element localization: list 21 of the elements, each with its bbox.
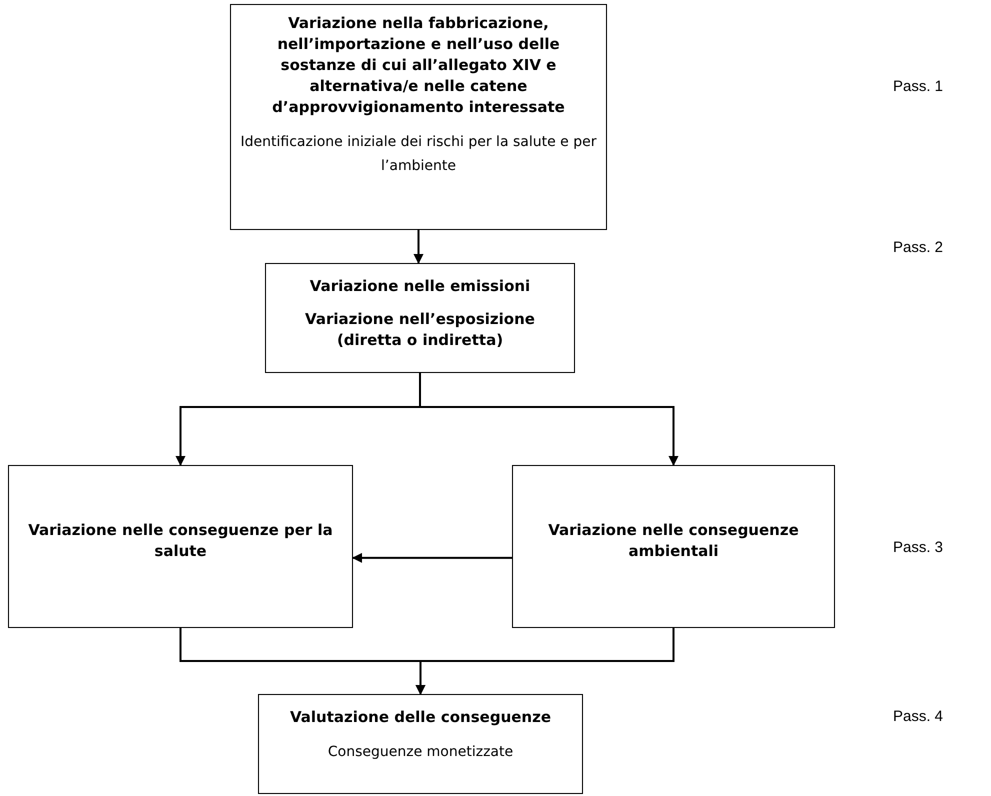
arrow [352, 552, 512, 563]
arrow [414, 230, 424, 264]
box-heading: Variazione nell’esposizione (diretta o indiretta) [304, 309, 536, 351]
box-text: Conseguenze monetizzate [328, 743, 514, 762]
step-label: Pass. 4 [893, 707, 944, 727]
process-box [512, 465, 835, 628]
arrow [419, 373, 678, 466]
box-heading: Valutazione delle conseguenze [290, 707, 551, 728]
box-heading: Variazione nelle emissioni [310, 276, 530, 297]
process-box [265, 263, 575, 373]
step-label: Pass. 2 [893, 238, 944, 258]
process-box [230, 4, 607, 230]
process-box [258, 694, 583, 794]
box-heading: Variazione nella fabbricazione, nell’importazione e nell’uso delle sostanze di cui all’allegato XIV e alternativa/e nelle catene d’approvvigionamento interessate [271, 13, 566, 118]
step-label: Pass. 3 [893, 538, 944, 558]
step-label: Pass. 1 [893, 77, 944, 97]
process-box [8, 465, 353, 628]
box-heading: Variazione nelle conseguenze per la salute [27, 520, 334, 562]
box-text: Identificazione iniziale dei rischi per la salute e per l’ambiente [240, 133, 598, 176]
arrow [416, 628, 674, 695]
box-heading: Variazione nelle conseguenze ambientali [547, 520, 800, 562]
